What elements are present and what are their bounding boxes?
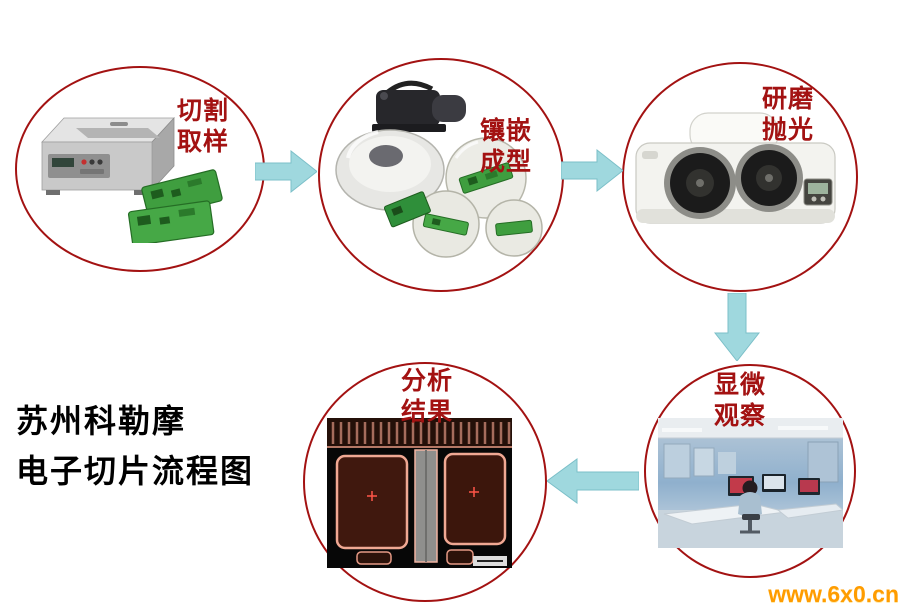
step-label-line: 显微 — [713, 371, 766, 399]
step-label-line: 成型 — [479, 147, 532, 176]
arrow-down-icon — [714, 293, 760, 361]
arrow-right-icon — [255, 149, 317, 194]
operator-person — [738, 480, 762, 534]
step-label-microscopy: 显微 观察 — [707, 370, 773, 431]
polishing-machine-photo — [635, 112, 836, 224]
arrow-right-icon — [561, 148, 623, 193]
step-label-line: 分析 — [400, 367, 453, 395]
measurement-marks — [367, 487, 479, 501]
step-label-line: 切割 — [176, 97, 229, 125]
diagram-title: 苏州科勒摩 电子切片流程图 — [16, 396, 254, 496]
step-label-line: 研磨 — [761, 85, 814, 113]
cutting-machine-photo — [41, 116, 223, 243]
step-label-line: 抛光 — [761, 115, 814, 144]
cross-section-micrograph — [327, 418, 512, 568]
glass-dish — [335, 129, 445, 211]
step-label-line: 取样 — [176, 127, 229, 156]
diagram-title-line1: 苏州科勒摩 — [16, 402, 187, 440]
step-label-line: 结果 — [400, 397, 453, 426]
site-watermark: www.6x0.cn — [768, 581, 899, 607]
step-label-analysis: 分析 结果 — [394, 366, 460, 427]
step-label-mounting: 镶嵌 成型 — [473, 116, 539, 177]
arrow-left-icon — [547, 458, 639, 504]
microscopy-lab-photo — [658, 418, 843, 548]
platen-right — [735, 144, 803, 212]
vacuum-pump — [372, 80, 466, 132]
step-label-grinding: 研磨 抛光 — [755, 84, 821, 145]
step-label-cutting: 切割 取样 — [170, 96, 236, 157]
platen-left — [664, 147, 736, 219]
mounting-equipment-photo — [335, 80, 543, 258]
loose-pcb — [383, 191, 431, 228]
step-label-line: 镶嵌 — [479, 117, 532, 145]
diagram-title-line2: 电子切片流程图 — [16, 452, 255, 490]
pcb-samples — [127, 169, 223, 243]
cutting-machine — [41, 116, 175, 195]
via-array — [331, 422, 511, 444]
epoxy-mounts — [383, 137, 543, 258]
step-label-line: 观察 — [713, 401, 766, 430]
